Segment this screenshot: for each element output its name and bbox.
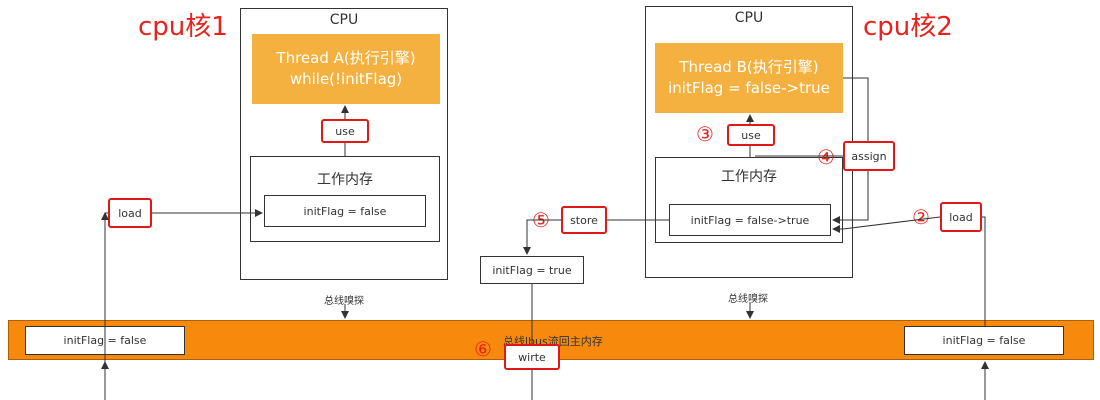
store-op-core2: store bbox=[561, 206, 607, 234]
bus-value-right: initFlag = false bbox=[904, 326, 1064, 355]
step-number-2: ② bbox=[912, 205, 930, 229]
step-number-5: ⑤ bbox=[532, 208, 550, 232]
bus-value-left: initFlag = false bbox=[25, 326, 185, 355]
step-number-6: ⑥ bbox=[474, 337, 492, 361]
work-memory-core2-title: 工作内存 bbox=[721, 169, 777, 185]
line-bus-to-load-core2 bbox=[982, 216, 986, 326]
line-load-core1-up bbox=[104, 212, 108, 326]
thread-b-engine: Thread B(执行引擎) initFlag = false->true bbox=[655, 43, 843, 113]
step-number-4: ④ bbox=[817, 145, 835, 169]
thread-a-line2: while(!initFlag) bbox=[289, 70, 403, 88]
thread-b-line2: initFlag = false->true bbox=[668, 79, 830, 97]
thread-b-line1: Thread B(执行引擎) bbox=[679, 58, 819, 76]
snoop-label-core2: 总线嗅探 bbox=[728, 294, 768, 305]
store-value-box: initFlag = true bbox=[480, 256, 584, 284]
core1-label: cpu核1 bbox=[138, 12, 228, 42]
load-op-core2: load bbox=[940, 202, 982, 232]
snoop-label-core1: 总线嗅探 bbox=[324, 296, 364, 307]
var-box-core2: initFlag = false->true bbox=[669, 204, 831, 236]
core2-label: cpu核2 bbox=[863, 12, 953, 42]
work-memory-core1-title: 工作内存 bbox=[317, 172, 373, 188]
cpu2-title: CPU bbox=[734, 10, 764, 26]
cpu1-title: CPU bbox=[329, 12, 359, 28]
assign-op-core2: assign bbox=[843, 141, 895, 171]
write-op: wirte bbox=[504, 344, 560, 370]
thread-a-engine: Thread A(执行引擎) while(!initFlag) bbox=[252, 34, 440, 104]
use-op-core2: use bbox=[727, 124, 775, 146]
load-op-core1: load bbox=[108, 198, 152, 228]
var-box-core1: initFlag = false bbox=[264, 195, 426, 227]
use-op-core1: use bbox=[321, 119, 369, 143]
step-number-3: ③ bbox=[696, 122, 714, 146]
thread-a-line1: Thread A(执行引擎) bbox=[276, 49, 416, 67]
